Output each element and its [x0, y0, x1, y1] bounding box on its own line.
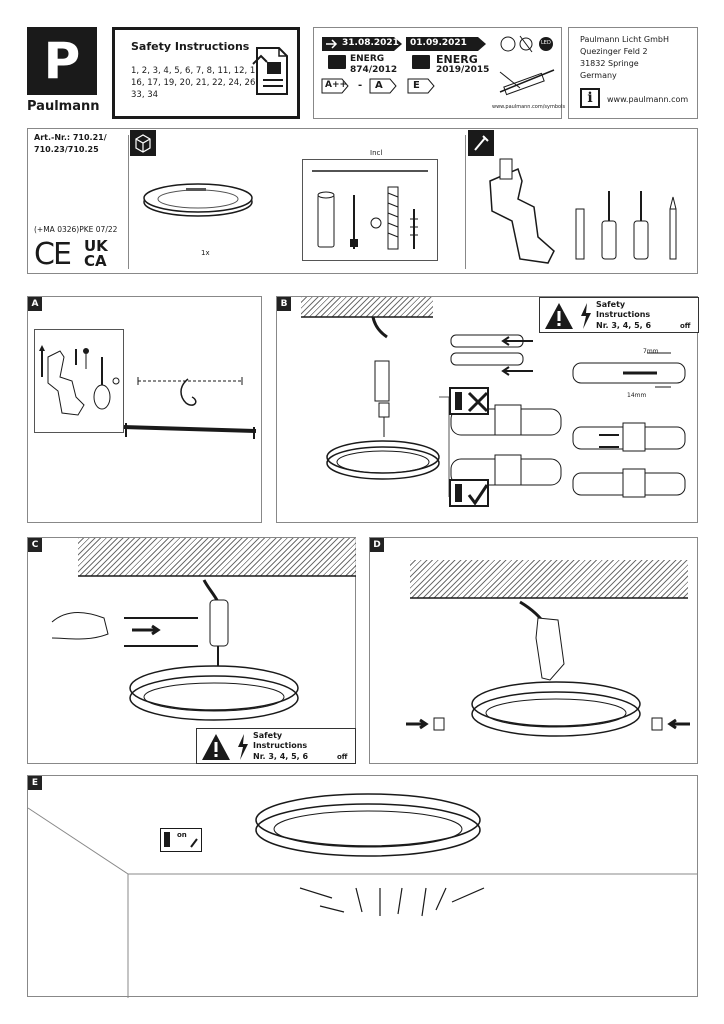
energ-new: ENERG [436, 53, 478, 66]
warning-numbers: Nr. 3, 4, 5, 6 [253, 752, 309, 761]
warning-triangle-icon [202, 734, 230, 760]
date-old: 31.08.2021 [342, 38, 399, 48]
paulmann-logo: P [27, 27, 97, 95]
warning-off: off [337, 753, 348, 761]
safety-instructions-box: Safety Instructions 1, 2, 3, 4, 5, 6, 7,… [112, 27, 300, 119]
step-e-room-drawing [27, 793, 698, 998]
quantity-label: 1x [201, 249, 210, 257]
length-dimension: 14mm [627, 392, 647, 399]
document-icon [252, 47, 288, 95]
step-d-panel: D [369, 537, 698, 764]
luminaire-in-box [143, 183, 253, 217]
company-box: Paulmann Licht GmbH Quezinger Feld 2 318… [568, 27, 698, 119]
step-b-panel: B 7mm 14mm Sa [276, 296, 699, 523]
article-number-2: 710.23/710.25 [34, 145, 99, 154]
article-code: (+MA 0326)PKE 07/22 [34, 225, 118, 234]
switch-icon [190, 838, 198, 848]
step-b-label: B [277, 297, 291, 311]
incl-label: Incl [370, 149, 383, 157]
class-arrow-old-from [321, 78, 349, 94]
power-on-label: on [177, 831, 187, 839]
logo-block: P Paulmann [27, 27, 111, 120]
warning-off: off [680, 322, 691, 330]
class-dash: - [358, 80, 363, 91]
step-d-label: D [370, 538, 384, 552]
step-d-drawing [406, 597, 690, 737]
company-website: www.paulmann.com [607, 95, 689, 104]
step-e-label: E [28, 776, 42, 790]
eu-flag-old [328, 55, 346, 69]
company-line-4: Germany [580, 71, 617, 80]
step-c-ceiling [78, 538, 356, 576]
reg-old: 874/2012 [350, 65, 398, 75]
warning-numbers: Nr. 3, 4, 5, 6 [596, 321, 652, 330]
power-on-badge: on [160, 828, 202, 852]
wrong-badge [449, 387, 489, 415]
step-c-drawing [51, 575, 356, 721]
date-arrow-old [322, 37, 402, 51]
check-icon [467, 484, 489, 506]
safety-title: Safety Instructions [131, 40, 250, 53]
electric-icon [238, 734, 248, 760]
class-new: E [413, 80, 420, 91]
symbols-url: www.paulmann.com/symbols [492, 104, 566, 110]
warning-title-1: Safety [253, 731, 283, 740]
step-c-label: C [28, 538, 42, 552]
step-a-label: A [28, 297, 42, 311]
tools-drawing [489, 158, 677, 264]
led-label: LED [541, 40, 551, 46]
warning-triangle-icon [545, 303, 573, 329]
electric-icon [581, 303, 591, 329]
cross-icon [467, 391, 489, 413]
tools-icon [468, 130, 494, 156]
step-c-panel: C Safety Instructions Nr. 3, 4, 5, 6 off [27, 537, 356, 764]
step-a-drawing [39, 345, 257, 439]
replaceable-icon [499, 69, 555, 96]
eu-flag-new [412, 55, 430, 69]
step-d-ceiling [410, 560, 688, 598]
safety-numbers-3: 33, 34 [131, 90, 159, 100]
box-icon [130, 130, 156, 156]
class-arrow-new [407, 78, 435, 94]
ukca-mark-top: UK [84, 237, 108, 255]
date-arrow-new [406, 37, 486, 51]
led-bulb-icons [500, 35, 553, 53]
step-e-panel: E on [27, 775, 698, 998]
correct-badge [449, 479, 489, 507]
company-line-2: Quezinger Feld 2 [580, 47, 648, 56]
warning-title-2: Instructions [253, 741, 308, 750]
reg-new: 2019/2015 [436, 65, 490, 75]
accessories-box [302, 159, 438, 261]
step-b-ceiling [301, 297, 433, 317]
safety-numbers-2: 16, 17, 19, 20, 21, 22, 24, 26, [131, 78, 259, 88]
contents-panel: Art.-Nr.: 710.21/ 710.23/710.25 (+MA 032… [27, 128, 698, 274]
class-old-to: A [375, 80, 383, 91]
step-a-panel: A [27, 296, 262, 523]
class-old-from: A++ [325, 80, 348, 90]
warning-title-1: Safety [596, 300, 626, 309]
step-c-warning: Safety Instructions Nr. 3, 4, 5, 6 off [196, 728, 356, 764]
energy-label-box: 31.08.2021 01.09.2021 ENERG 874/2012 ENE… [313, 27, 566, 119]
accessories-drawing [312, 170, 428, 250]
strip-dimension: 7mm [643, 348, 659, 355]
safety-numbers-1: 1, 2, 3, 4, 5, 6, 7, 8, 11, 12, 15, [131, 66, 264, 76]
info-icon: i [580, 88, 600, 108]
company-line-1: Paulmann Licht GmbH [580, 35, 669, 44]
step-b-warning: Safety Instructions Nr. 3, 4, 5, 6 off [539, 297, 699, 333]
energ-old: ENERG [350, 54, 385, 64]
ukca-mark-bottom: CA [84, 252, 107, 270]
date-new: 01.09.2021 [410, 38, 467, 48]
ce-mark: CE [34, 237, 72, 272]
brand-name: Paulmann [27, 99, 100, 114]
step-b-drawing [301, 316, 686, 498]
warning-title-2: Instructions [596, 310, 651, 319]
article-number-1: Art.-Nr.: 710.21/ [34, 133, 107, 142]
class-arrow-old-to [369, 78, 397, 94]
company-line-3: 31832 Springe [580, 59, 639, 68]
step-a-tools-box [34, 329, 124, 433]
